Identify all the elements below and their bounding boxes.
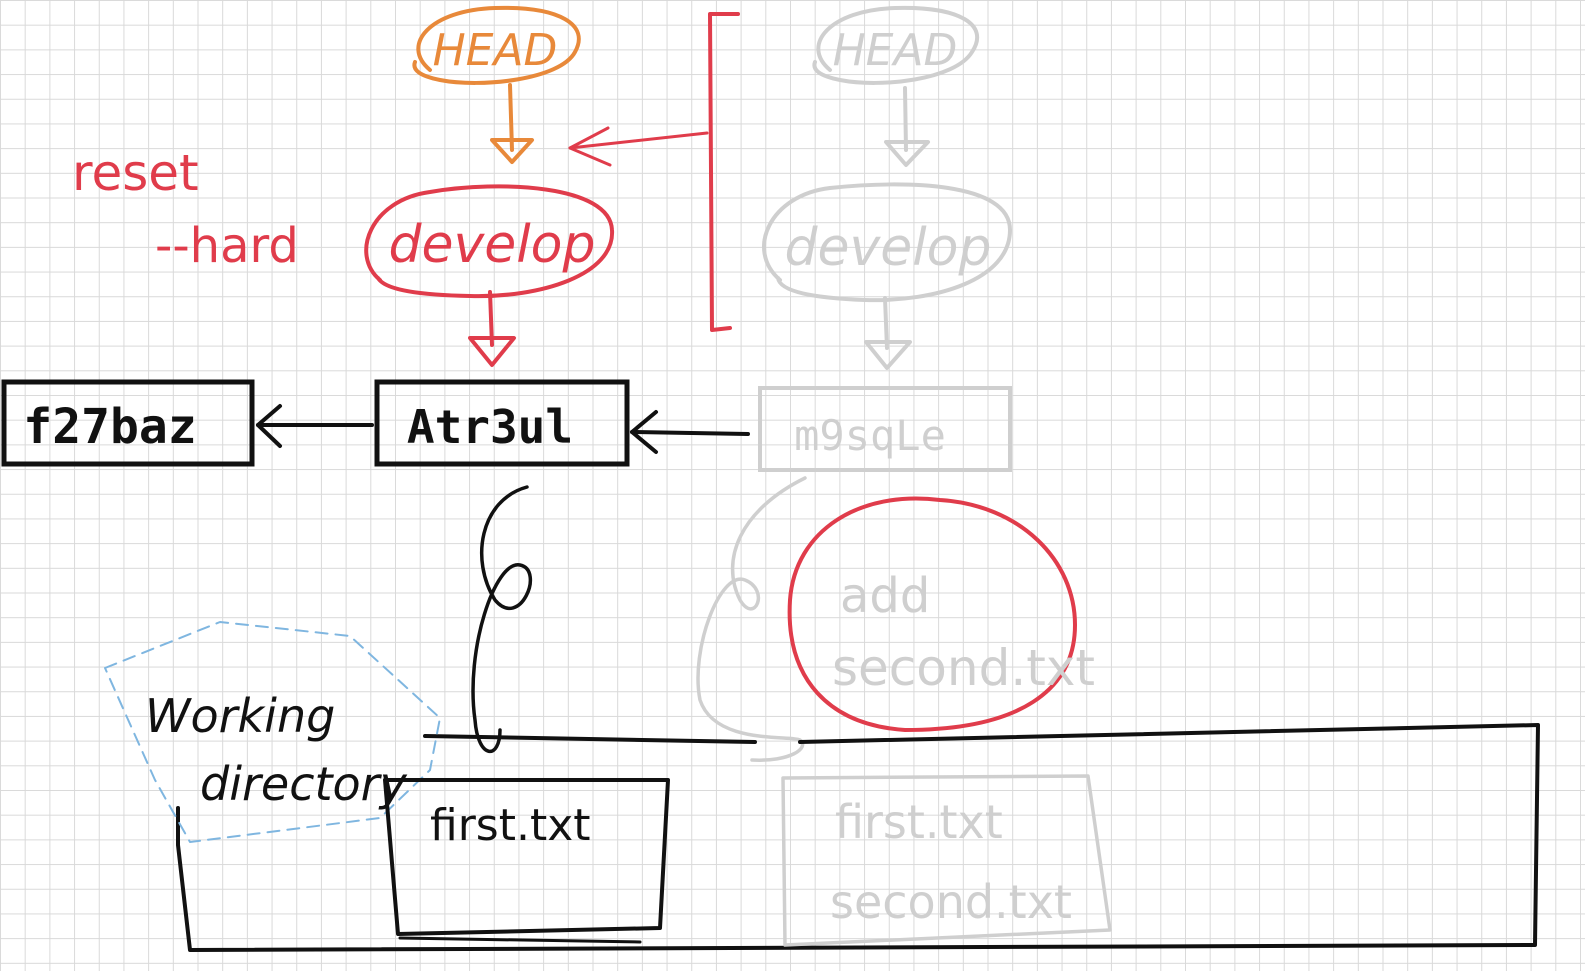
loop-icon xyxy=(471,485,532,753)
head-ghost-label: HEAD xyxy=(833,25,958,76)
command-line-2: --hard xyxy=(155,218,299,274)
working-files-box: first.txt xyxy=(383,778,670,944)
commit-atr3ul: Atr3ul xyxy=(374,379,630,467)
head-ghost: HEAD xyxy=(812,5,980,85)
note-add-second: add second.txt xyxy=(787,496,1095,732)
working-directory-label-1: Working xyxy=(145,689,335,743)
command-line-1: reset xyxy=(72,144,199,202)
arrow-icon xyxy=(490,83,534,164)
ghost-files-box: first.txt second.txt xyxy=(781,774,1112,947)
working-file-1: first.txt xyxy=(430,800,591,851)
arrow-icon xyxy=(630,410,750,454)
loop-icon xyxy=(696,476,807,762)
head-active-label: HEAD xyxy=(433,25,558,76)
branch-active: develop xyxy=(364,184,615,299)
bracket-icon xyxy=(568,12,740,332)
commit-atr3ul-label: Atr3ul xyxy=(407,400,573,454)
branch-ghost-label: develop xyxy=(784,218,991,278)
arrow-icon xyxy=(468,290,516,367)
branch-active-label: develop xyxy=(388,215,595,275)
note-line-2: second.txt xyxy=(832,639,1095,697)
commit-f27baz: f27baz xyxy=(1,379,255,467)
ghost-file-1: first.txt xyxy=(835,795,1003,849)
working-directory-container xyxy=(176,723,1540,952)
arrow-icon xyxy=(864,296,912,370)
head-active: HEAD xyxy=(412,5,581,85)
arrow-icon xyxy=(256,404,374,448)
note-line-1: add xyxy=(840,568,930,624)
ghost-file-2: second.txt xyxy=(830,875,1072,929)
arrow-icon xyxy=(884,86,930,167)
commit-f27baz-label: f27baz xyxy=(23,399,196,455)
working-directory-label-2: directory xyxy=(200,757,408,811)
commit-m9sqle-label: m9sqLe xyxy=(794,411,946,460)
commit-m9sqle: m9sqLe xyxy=(758,386,1012,472)
working-directory-outline xyxy=(104,621,441,843)
branch-ghost: develop xyxy=(762,182,1012,303)
